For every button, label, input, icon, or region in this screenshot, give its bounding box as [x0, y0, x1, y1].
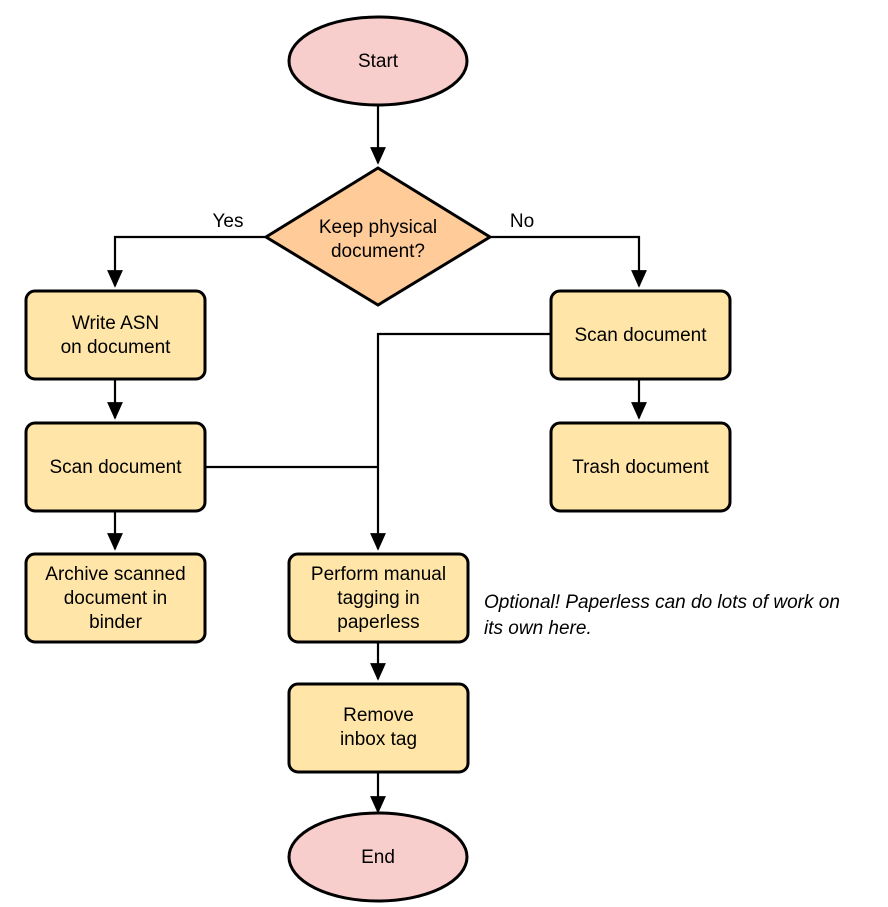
edge-scan-right-to-tagging	[370, 332, 552, 551]
node-remove-inbox-tag[interactable]: Remove inbox tag	[287, 682, 470, 774]
remove-inbox-label-line2: inbox tag	[340, 729, 417, 750]
scan-document-left-label: Scan document	[49, 457, 182, 478]
tagging-label-line2: tagging in	[337, 588, 419, 609]
start-ellipse[interactable]	[287, 15, 469, 107]
tagging-label-line3: paperless	[337, 612, 419, 633]
node-scan-document-right[interactable]: Scan document	[549, 289, 732, 381]
write-asn-label-line1: Write ASN	[72, 313, 159, 334]
scan-document-right-label: Scan document	[574, 325, 707, 346]
end-label: End	[361, 847, 395, 868]
archive-label-line2: document in	[64, 588, 168, 609]
node-archive-scanned-document[interactable]: Archive scanned document in binder	[24, 552, 207, 644]
edge-label-yes: Yes	[213, 211, 244, 232]
tagging-label-line1: Perform manual	[311, 564, 446, 585]
edge-decision-no-to-scan-right	[490, 235, 647, 288]
archive-box[interactable]	[24, 552, 207, 644]
remove-inbox-label-line1: Remove	[343, 705, 414, 726]
edge-label-no: No	[510, 211, 534, 232]
node-start[interactable]: Start	[287, 15, 469, 107]
node-scan-document-left[interactable]: Scan document	[24, 421, 207, 513]
node-trash-document[interactable]: Trash document	[549, 421, 732, 513]
annotation-line2: its own here.	[484, 618, 592, 639]
node-decision-keep-physical-document[interactable]: Keep physical document?	[263, 166, 493, 307]
node-end[interactable]: End	[287, 811, 469, 903]
scan-document-right-box[interactable]	[549, 289, 732, 381]
remove-inbox-tag-box[interactable]	[287, 682, 470, 774]
annotation-line1: Optional! Paperless can do lots of work …	[484, 592, 840, 613]
end-ellipse[interactable]	[287, 811, 469, 903]
tagging-box[interactable]	[287, 552, 470, 644]
archive-label-line3: binder	[89, 612, 142, 633]
annotation-optional-note: Optional! Paperless can do lots of work …	[484, 592, 840, 639]
trash-document-box[interactable]	[549, 421, 732, 513]
decision-label-line2: document?	[331, 241, 425, 262]
start-label: Start	[358, 51, 399, 72]
decision-label-line1: Keep physical	[319, 217, 437, 238]
write-asn-label-line2: on document	[61, 337, 172, 358]
trash-document-label: Trash document	[572, 457, 709, 478]
archive-label-line1: Archive scanned	[45, 564, 185, 585]
edge-label-layer: Yes No	[213, 211, 535, 232]
node-write-asn[interactable]: Write ASN on document	[24, 289, 207, 381]
write-asn-box[interactable]	[24, 289, 207, 381]
edge-decision-yes-to-write-asn	[107, 235, 265, 288]
decision-diamond[interactable]	[263, 166, 493, 307]
node-layer: Start Keep physical document? Write ASN …	[24, 15, 732, 903]
node-perform-manual-tagging[interactable]: Perform manual tagging in paperless	[287, 552, 470, 644]
edge-layer	[107, 104, 647, 814]
scan-document-left-box[interactable]	[24, 421, 207, 513]
